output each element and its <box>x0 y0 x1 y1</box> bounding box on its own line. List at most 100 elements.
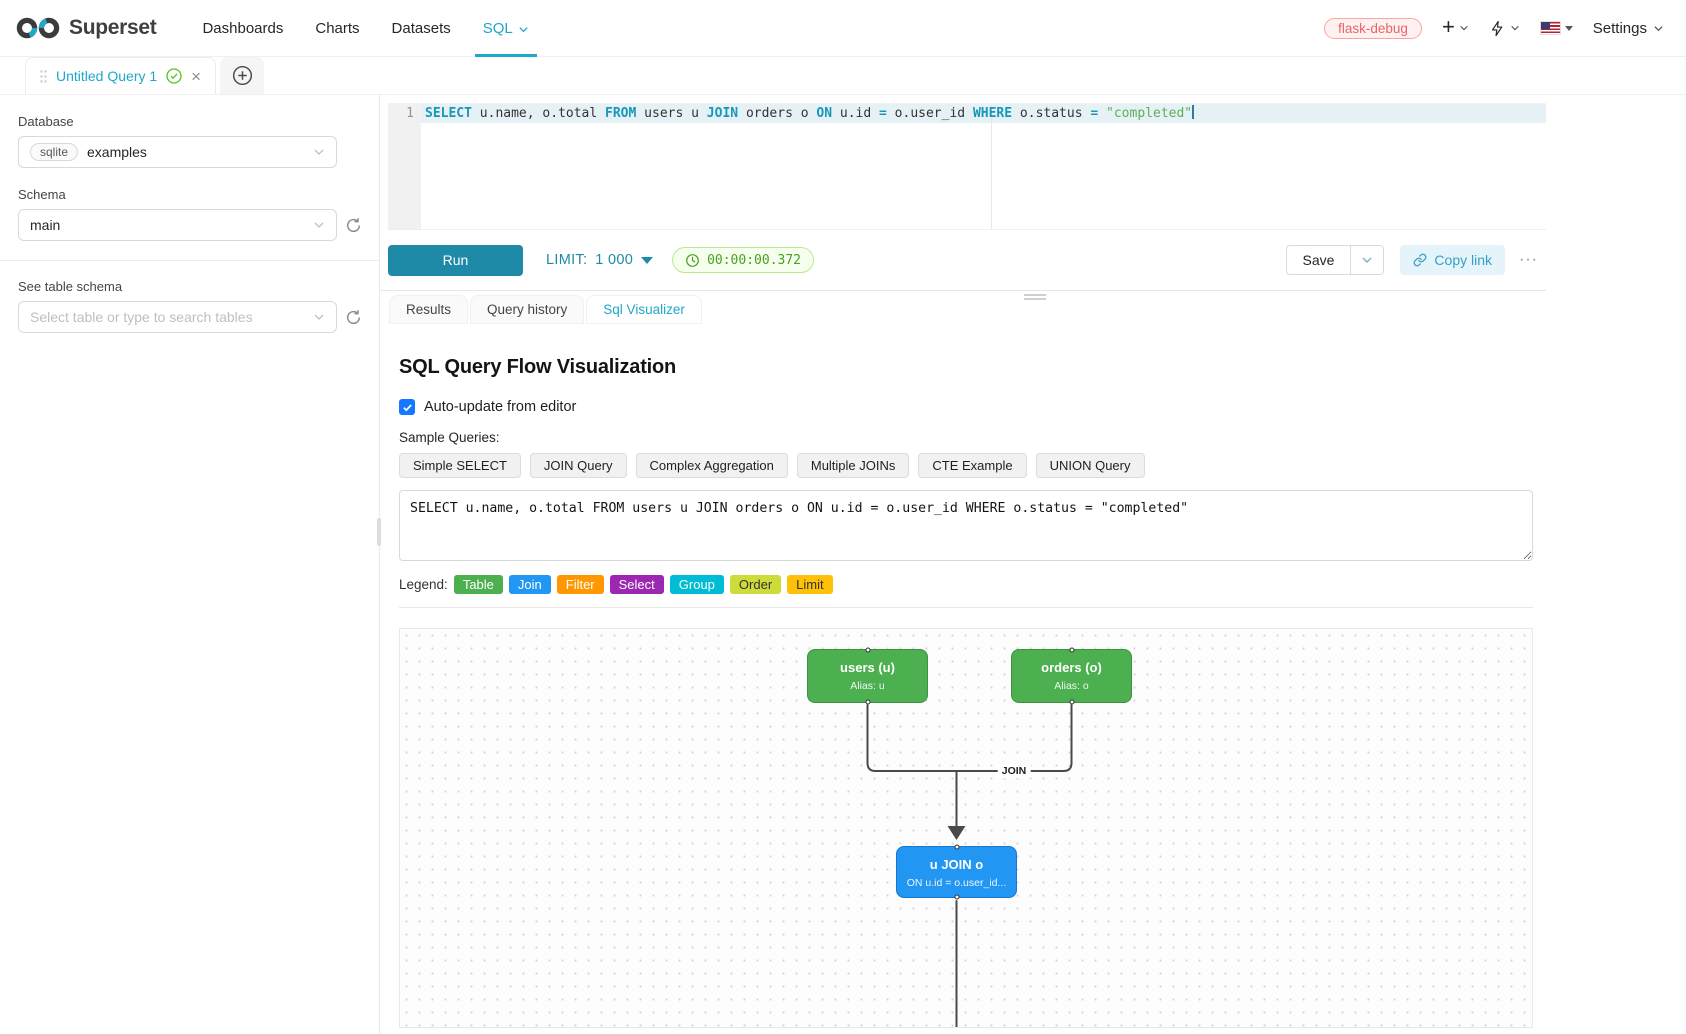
sample-complex-aggregation-button[interactable]: Complex Aggregation <box>635 453 788 478</box>
chevron-down-icon <box>518 24 529 35</box>
node-handle[interactable] <box>954 894 959 900</box>
join-edge-label: JOIN <box>997 764 1031 778</box>
chevron-down-icon <box>313 219 325 231</box>
copy-link-label: Copy link <box>1434 252 1493 268</box>
clock-icon <box>686 253 699 267</box>
sample-queries-label: Sample Queries: <box>399 430 500 445</box>
query-timer: 00:00:00.372 <box>672 247 814 273</box>
sample-query-buttons: Simple SELECT JOIN Query Complex Aggrega… <box>399 453 1546 478</box>
pane-resize-handle[interactable] <box>1024 294 1046 302</box>
node-subtitle: ON u.id = o.user_id... <box>906 877 1007 889</box>
language-picker[interactable] <box>1539 21 1573 35</box>
results-tabbar: Results Query history Sql Visualizer <box>389 295 1546 324</box>
node-handle[interactable] <box>954 844 959 850</box>
flow-node-orders-table[interactable]: orders (o) Alias: o <box>1011 647 1132 705</box>
legend-row: Legend: Table Join Filter Select Group O… <box>399 575 1546 594</box>
check-circle-icon <box>166 68 182 84</box>
sample-simple-select-button[interactable]: Simple SELECT <box>399 453 521 478</box>
top-navbar: Superset Dashboards Charts Datasets SQL … <box>0 0 1686 57</box>
auto-update-checkbox-row[interactable]: Auto-update from editor <box>399 399 1546 415</box>
section-divider <box>399 607 1533 608</box>
sample-union-query-button[interactable]: UNION Query <box>1035 453 1145 478</box>
save-button[interactable]: Save <box>1285 245 1352 275</box>
table-schema-label: See table schema <box>18 279 123 294</box>
query-tab-active[interactable]: Untitled Query 1 × <box>25 57 217 94</box>
new-item-menu[interactable]: + <box>1441 13 1469 39</box>
sql-visualizer-panel: SQL Query Flow Visualization Auto-update… <box>381 324 1546 1028</box>
settings-menu[interactable]: Settings <box>1593 20 1664 37</box>
flow-node-users-table[interactable]: users (u) Alias: u <box>807 647 928 705</box>
database-value: examples <box>87 144 147 160</box>
legend-chip-order: Order <box>729 575 782 594</box>
chevron-down-icon <box>1362 257 1372 263</box>
nav-item-dashboards[interactable]: Dashboards <box>202 19 284 37</box>
database-select[interactable]: sqlite examples <box>18 136 337 168</box>
nav-item-charts[interactable]: Charts <box>315 19 360 37</box>
sidebar-divider <box>0 260 380 261</box>
text-cursor <box>1192 105 1195 119</box>
sql-editor-pane: 1 SELECT u.name, o.total FROM users u JO… <box>381 95 1546 291</box>
sql-code-line: SELECT u.name, o.total FROM users u JOIN… <box>425 105 1195 121</box>
editor-code-area[interactable]: SELECT u.name, o.total FROM users u JOIN… <box>421 104 1546 229</box>
copy-link-button[interactable]: Copy link <box>1400 245 1506 275</box>
legend-chip-filter: Filter <box>556 575 604 594</box>
close-icon[interactable]: × <box>191 66 202 86</box>
tab-sql-visualizer[interactable]: Sql Visualizer <box>586 295 702 324</box>
nav-item-sql[interactable]: SQL <box>467 0 545 57</box>
limit-dropdown[interactable]: LIMIT: 1 000 <box>546 252 654 268</box>
chevron-down-icon <box>1460 25 1468 31</box>
nav-item-datasets[interactable]: Datasets <box>391 19 451 37</box>
main-nav: Dashboards Charts Datasets SQL <box>186 0 544 57</box>
more-actions-button[interactable]: ··· <box>1519 251 1538 268</box>
print-margin-ruler <box>991 104 992 229</box>
editor-gutter: 1 <box>388 104 421 229</box>
node-handle[interactable] <box>1069 647 1074 653</box>
node-handle[interactable] <box>1069 699 1074 705</box>
flow-node-join[interactable]: u JOIN o ON u.id = o.user_id... <box>896 844 1017 900</box>
refresh-tables-icon[interactable] <box>345 309 362 326</box>
database-engine-badge: sqlite <box>30 143 79 161</box>
flow-edges <box>866 704 1073 1027</box>
legend-label: Legend: <box>399 577 448 592</box>
query-text-input[interactable]: SELECT u.name, o.total FROM users u JOIN… <box>399 490 1533 561</box>
sql-code-editor[interactable]: 1 SELECT u.name, o.total FROM users u JO… <box>388 103 1546 230</box>
us-flag-icon <box>1539 21 1561 35</box>
table-search-input[interactable] <box>30 309 304 325</box>
sample-join-query-button[interactable]: JOIN Query <box>529 453 627 478</box>
table-search-select[interactable] <box>18 301 337 333</box>
save-dropdown-button[interactable] <box>1351 245 1385 275</box>
legend-chip-table: Table <box>453 575 503 594</box>
brand-name: Superset <box>69 16 157 39</box>
sample-multiple-joins-button[interactable]: Multiple JOINs <box>796 453 910 478</box>
link-icon <box>1414 253 1427 267</box>
node-handle[interactable] <box>865 647 870 653</box>
query-search-menu[interactable] <box>1489 20 1520 37</box>
node-handle[interactable] <box>865 699 870 705</box>
environment-badge: flask-debug <box>1324 17 1422 39</box>
superset-logo-icon <box>16 15 60 41</box>
active-line-highlight <box>421 104 1546 123</box>
add-query-tab-button[interactable] <box>220 57 265 94</box>
tab-results[interactable]: Results <box>389 295 469 324</box>
auto-update-checkbox[interactable] <box>399 399 415 415</box>
run-button[interactable]: Run <box>388 244 523 276</box>
node-subtitle: Alias: o <box>1054 680 1089 692</box>
node-title: u JOIN o <box>929 857 984 872</box>
legend-chip-join: Join <box>508 575 551 594</box>
navbar-right: flask-debug + Settings <box>1324 13 1664 39</box>
caret-down-icon <box>1564 25 1573 31</box>
refresh-schemas-icon[interactable] <box>345 217 362 234</box>
flow-canvas[interactable]: JOIN users (u) Alias: u orders (o) Alias… <box>399 628 1533 1028</box>
node-subtitle: Alias: u <box>850 680 885 692</box>
sidebar-resize-handle[interactable] <box>377 518 382 546</box>
superset-brand[interactable]: Superset <box>16 15 157 41</box>
auto-update-label: Auto-update from editor <box>424 399 577 415</box>
tab-query-history[interactable]: Query history <box>470 295 585 324</box>
sample-cte-example-button[interactable]: CTE Example <box>918 453 1027 478</box>
plus-icon: + <box>1441 13 1455 39</box>
chevron-down-icon <box>1654 25 1663 31</box>
check-icon <box>402 403 412 411</box>
sqllab-main: 1 SELECT u.name, o.total FROM users u JO… <box>381 95 1546 1034</box>
schema-select[interactable]: main <box>18 209 337 241</box>
timer-value: 00:00:00.372 <box>707 252 801 268</box>
